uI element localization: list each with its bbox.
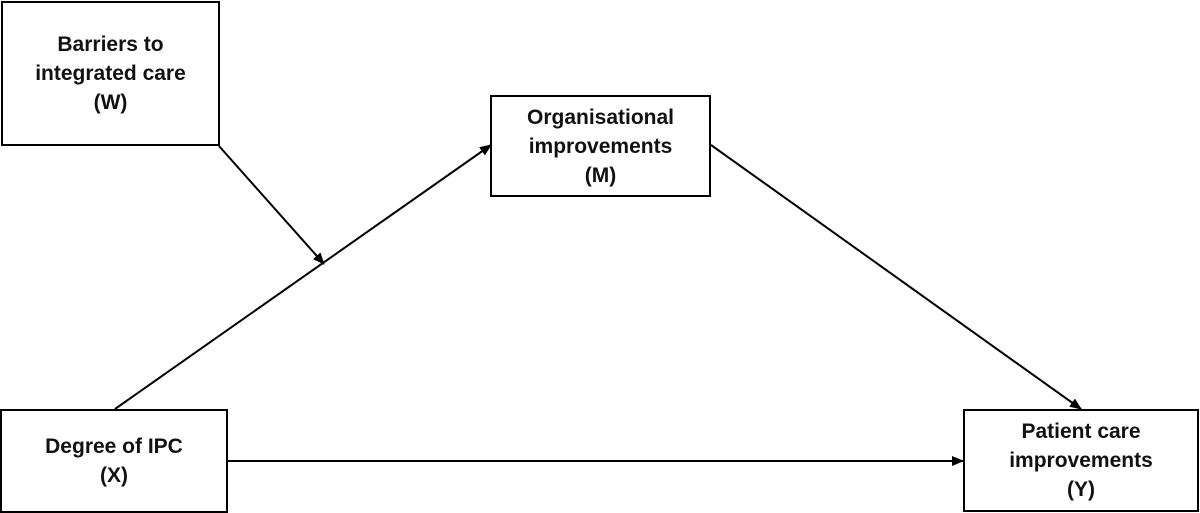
- node-organisational-m: Organisational improvements (M): [490, 95, 711, 197]
- node-w-line2: integrated care: [35, 62, 186, 85]
- node-x-line2: (X): [100, 464, 128, 487]
- node-y-line3: (Y): [1067, 478, 1095, 501]
- node-y-line1: Patient care: [1021, 420, 1141, 443]
- node-patient-care-y: Patient care improvements (Y): [963, 409, 1199, 512]
- node-barriers-w: Barriers to integrated care (W): [1, 1, 220, 146]
- arrow-m-to-y: [710, 144, 1082, 410]
- node-x-line1: Degree of IPC: [45, 435, 183, 458]
- node-m-line2: improvements: [528, 134, 673, 158]
- node-ipc-x: Degree of IPC (X): [0, 409, 228, 513]
- node-y-line2: improvements: [1009, 449, 1153, 472]
- node-m-line1: Organisational: [526, 105, 675, 129]
- node-m-line3: (M): [584, 163, 617, 187]
- arrow-w-moderation: [218, 145, 325, 265]
- node-w-line1: Barriers to: [57, 33, 164, 56]
- node-w-line3: (W): [93, 91, 128, 114]
- arrow-x-to-m: [114, 144, 492, 410]
